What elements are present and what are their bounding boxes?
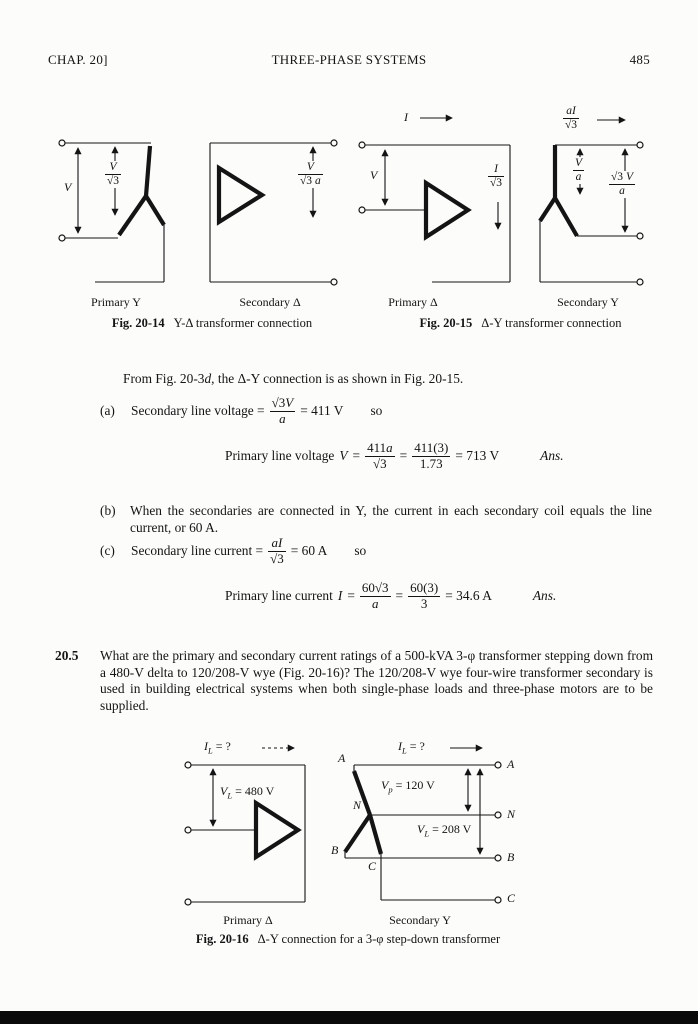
solution-part-b: When the secondaries are connected in Y,… (130, 503, 652, 535)
terminal (494, 811, 502, 819)
fig14-secondary-voltage-fraction: V√3 a (297, 161, 324, 188)
fig16-terminal-a-label: A (507, 757, 515, 771)
terminal (494, 761, 502, 769)
fig16-terminal-c-label: C (507, 891, 516, 905)
terminal (494, 896, 502, 904)
fig16-secondary-caption: Secondary Y (389, 913, 451, 927)
figure-20-16: IL = ? VL = 480 V Primary Δ A N B C IL =… (48, 735, 650, 953)
terminal (636, 141, 644, 149)
solution-intro: From Fig. 20-3d, the Δ-Y connection is a… (123, 371, 464, 386)
fig16-secondary-line-voltage-label: VL = 208 V (416, 822, 473, 840)
answer-label: Ans. (532, 588, 557, 604)
terminal (184, 761, 192, 769)
fraction: 60(3)3 (408, 580, 441, 611)
fig14-primary-y (58, 139, 166, 283)
fig14-primary-caption: Primary Y (91, 295, 141, 309)
fig16-secondary-y (343, 744, 502, 904)
terminal (184, 826, 192, 834)
fig16-terminal-n-label: N (507, 807, 516, 821)
solution-equation-a: Primary line voltage V = 411a√3 = 411(3)… (225, 440, 564, 471)
fig16-node-b-label: B (331, 843, 339, 857)
fraction: aI√3 (268, 535, 286, 566)
fig16-secondary-phase-voltage-label: Vp = 120 V (381, 778, 435, 795)
terminal (358, 141, 366, 149)
terminal (184, 898, 192, 906)
fig15-line-voltage-label: V (370, 168, 378, 182)
answer-label: Ans. (540, 448, 564, 464)
delta-winding (216, 164, 266, 226)
terminal (636, 278, 644, 286)
item-label: (a) (100, 403, 115, 419)
fig15-secondary-current-fraction: aI√3 (562, 105, 581, 132)
fig16-primary-delta (184, 744, 306, 906)
fig14-secondary-delta (209, 139, 338, 286)
fraction: 411a√3 (365, 440, 395, 471)
fig16-primary-caption: Primary Δ (223, 913, 273, 927)
y-winding (352, 770, 372, 816)
fig15-phase-current-fraction: I√3 (487, 163, 506, 190)
fraction: 411(3)1.73 (412, 440, 451, 471)
fig15-secondary-caption: Secondary Y (557, 295, 619, 309)
problem-number: 20.5 (55, 648, 79, 663)
fig15-primary-delta (358, 114, 511, 283)
terminal (494, 854, 502, 862)
step-down-transformer-diagram (184, 744, 502, 906)
page-title: THREE-PHASE SYSTEMS (271, 52, 427, 67)
solution-part-c: (c) Secondary line current = aI√3 = 60 A… (100, 535, 367, 566)
fig15-primary-caption: Primary Δ (388, 295, 438, 309)
problem-statement: What are the primary and secondary curre… (100, 648, 653, 713)
chapter-label: CHAP. 20] (48, 52, 108, 67)
fig16-terminal-b-label: B (507, 850, 515, 864)
fig16-primary-current-label: IL = ? (204, 739, 231, 756)
fig15-line-current-label: I (404, 110, 408, 124)
delta-winding (423, 179, 472, 241)
fig14-line-voltage-label: V (64, 180, 72, 194)
fig14-phase-voltage-fraction: V√3 (104, 161, 123, 188)
fig16-secondary-current-label: IL = ? (398, 739, 425, 756)
page-number: 485 (629, 52, 650, 67)
terminal (358, 206, 366, 214)
fig14-secondary-caption: Secondary Δ (239, 295, 301, 309)
scan-edge-artifact (0, 1011, 698, 1024)
item-label: (c) (100, 543, 115, 559)
fig16-node-n-label: N (353, 798, 362, 812)
figure-20-14-15: V V√3 V√3 a Primary Y Secondary Δ Fig. 2… (48, 105, 650, 337)
fig16-node-a-label: A (338, 751, 346, 765)
delta-winding (253, 799, 302, 861)
terminal (58, 139, 66, 147)
terminal (636, 232, 644, 240)
fig16-primary-voltage-label: VL = 480 V (220, 784, 275, 801)
terminal (330, 139, 338, 147)
terminal (58, 234, 66, 242)
terminal (330, 278, 338, 286)
fig16-node-c-label: C (368, 859, 377, 873)
y-winding (143, 145, 153, 197)
fig15-secondary-y (538, 116, 644, 286)
item-label: (b) (100, 503, 116, 518)
